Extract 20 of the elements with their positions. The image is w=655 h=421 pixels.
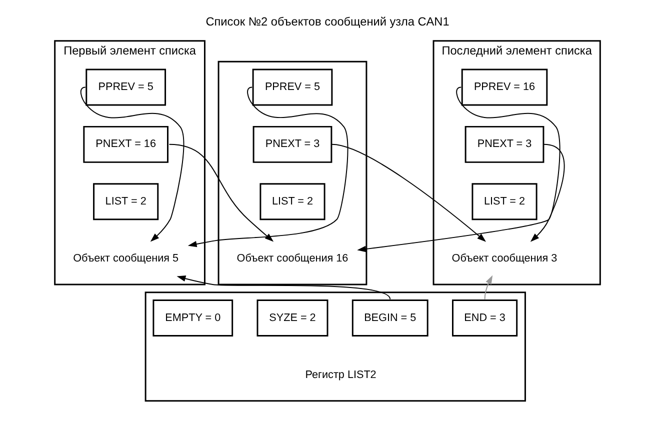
node-box: PNEXT = 3 [252,126,332,163]
node-box: LIST = 2 [260,183,326,220]
arrow [331,144,486,242]
node-box: EMPTY = 0 [152,300,234,336]
node-box: END = 3 [452,300,518,336]
node-box: PPREV = 5 [252,68,333,106]
arrow [484,275,493,300]
node-box: PNEXT = 3 [464,126,544,163]
node-box: PPREV = 16 [461,68,548,106]
node-box: LIST = 2 [472,183,538,220]
node-label: Первый элемент списка [64,43,196,58]
node-box: LIST = 2 [93,183,159,220]
node-label: Последний элемент списка [442,43,592,58]
node-box: SYZE = 2 [256,300,328,336]
arrow [530,144,565,242]
diagram-title: Список №2 объектов сообщений узла CAN1 [206,14,450,29]
node-box: PPREV = 5 [86,68,166,106]
arrow [176,276,391,300]
node-box: PNEXT = 16 [83,126,168,163]
node-box: BEGIN = 5 [352,300,428,336]
